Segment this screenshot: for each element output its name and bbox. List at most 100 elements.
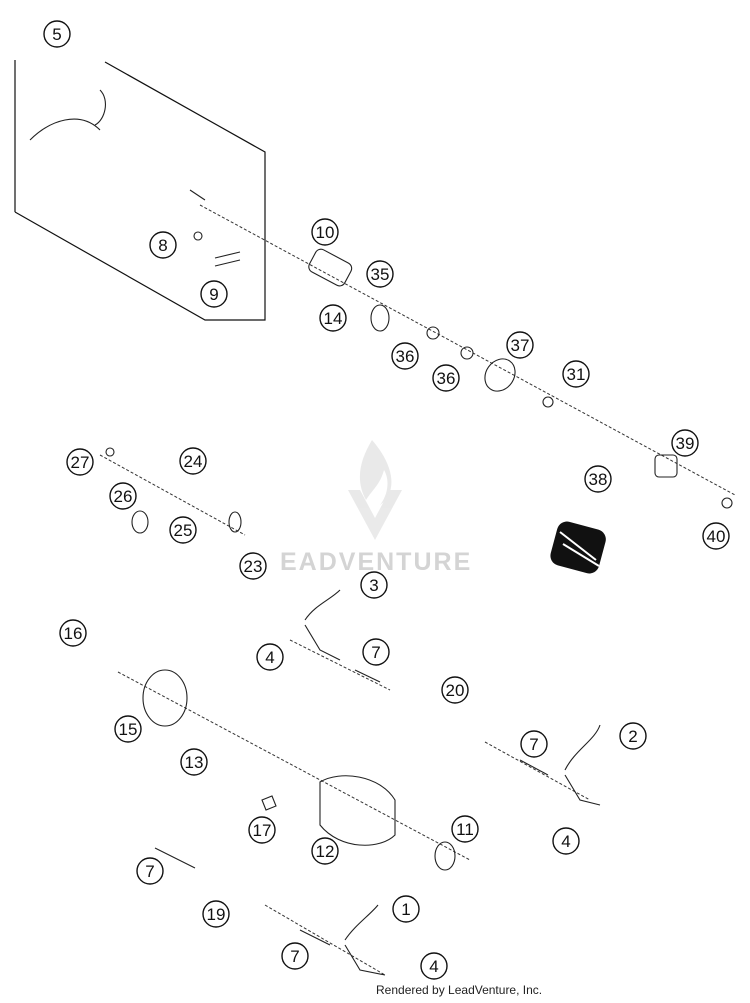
callout-label: 11: [456, 820, 474, 839]
callout-circle: [169, 516, 197, 544]
callout-label: 2: [628, 727, 637, 746]
callout-8: 8: [149, 231, 177, 259]
callout-circle: [392, 895, 420, 923]
callout-7: 7: [520, 730, 548, 758]
callout-label: 25: [174, 521, 193, 540]
callout-circle: [552, 827, 580, 855]
callout-circle: [671, 429, 699, 457]
callout-label: 26: [114, 487, 133, 506]
callout-label: 7: [529, 735, 538, 754]
callout-5: 5: [43, 20, 71, 48]
callout-7: 7: [136, 857, 164, 885]
callout-label: 7: [290, 947, 299, 966]
shift-lever-right: [484, 724, 601, 806]
callout-circle: [319, 304, 347, 332]
callout-circle: [362, 638, 390, 666]
callout-circle: [136, 857, 164, 885]
callout-circle: [451, 815, 479, 843]
callout-circle: [239, 552, 267, 580]
callout-circle: [311, 837, 339, 865]
callout-label: 13: [185, 753, 204, 772]
callout-label: 14: [324, 309, 343, 328]
callout-36: 36: [391, 342, 419, 370]
callout-label: 4: [429, 957, 438, 976]
callout-label: 27: [71, 453, 90, 472]
callout-circle: [59, 619, 87, 647]
callout-25: 25: [169, 516, 197, 544]
callout-circle: [619, 722, 647, 750]
callout-circle: [114, 715, 142, 743]
callout-9: 9: [200, 280, 228, 308]
callout-circle: [256, 643, 284, 671]
shift-drum-shaft: [117, 669, 471, 871]
callout-circle: [109, 482, 137, 510]
callout-38: 38: [584, 465, 612, 493]
callout-circle: [311, 218, 339, 246]
callout-11: 11: [451, 815, 479, 843]
callout-7: 7: [281, 942, 309, 970]
callout-35: 35: [366, 260, 394, 288]
callout-label: 31: [567, 365, 586, 384]
callout-label: 19: [207, 905, 226, 924]
callout-circle: [202, 900, 230, 928]
callout-14: 14: [319, 304, 347, 332]
engine-case-outline: [14, 60, 266, 321]
callout-circle: [441, 676, 469, 704]
small-shaft-assembly: [99, 447, 246, 536]
callout-circle: [702, 522, 730, 550]
callout-label: 36: [437, 369, 456, 388]
callout-label: 39: [676, 434, 695, 453]
callout-circle: [66, 448, 94, 476]
callout-label: 5: [52, 25, 61, 44]
callout-circle: [420, 952, 448, 980]
callout-circle: [180, 748, 208, 776]
shift-lever-upper: [289, 589, 391, 691]
callout-24: 24: [179, 447, 207, 475]
callout-4: 4: [256, 643, 284, 671]
shift-lever-lower: [154, 847, 386, 976]
callout-label: 9: [209, 285, 218, 304]
callout-4: 4: [552, 827, 580, 855]
callout-15: 15: [114, 715, 142, 743]
callout-31: 31: [562, 360, 590, 388]
callout-1: 1: [392, 895, 420, 923]
callout-2: 2: [619, 722, 647, 750]
callout-7: 7: [362, 638, 390, 666]
callout-39: 39: [671, 429, 699, 457]
callout-circle: [562, 360, 590, 388]
callout-23: 23: [239, 552, 267, 580]
callout-label: 15: [119, 720, 138, 739]
callout-circle: [432, 364, 460, 392]
callout-circle: [360, 571, 388, 599]
callout-10: 10: [311, 218, 339, 246]
leadventure-logo-icon: [348, 440, 402, 540]
callout-label: 23: [244, 557, 263, 576]
callout-12: 12: [311, 837, 339, 865]
callout-label: 4: [561, 832, 570, 851]
callout-label: 17: [253, 821, 272, 840]
callout-circle: [281, 942, 309, 970]
callout-label: 40: [707, 527, 726, 546]
callout-circle: [200, 280, 228, 308]
callout-circle: [520, 730, 548, 758]
callout-circle: [584, 465, 612, 493]
callout-3: 3: [360, 571, 388, 599]
callout-19: 19: [202, 900, 230, 928]
callout-label: 4: [265, 648, 274, 667]
callout-circle: [149, 231, 177, 259]
callout-label: 8: [158, 236, 167, 255]
shift-knob-part: [550, 521, 606, 574]
callout-label: 38: [589, 470, 608, 489]
callout-label: 12: [316, 842, 335, 861]
callout-label: 36: [396, 347, 415, 366]
callout-37: 37: [506, 331, 534, 359]
callout-circle: [506, 331, 534, 359]
callout-36: 36: [432, 364, 460, 392]
callout-13: 13: [180, 748, 208, 776]
callout-27: 27: [66, 448, 94, 476]
watermark-text: EADVENTURE: [280, 548, 473, 576]
callout-circle: [391, 342, 419, 370]
callout-label: 35: [371, 265, 390, 284]
callout-label: 7: [145, 862, 154, 881]
